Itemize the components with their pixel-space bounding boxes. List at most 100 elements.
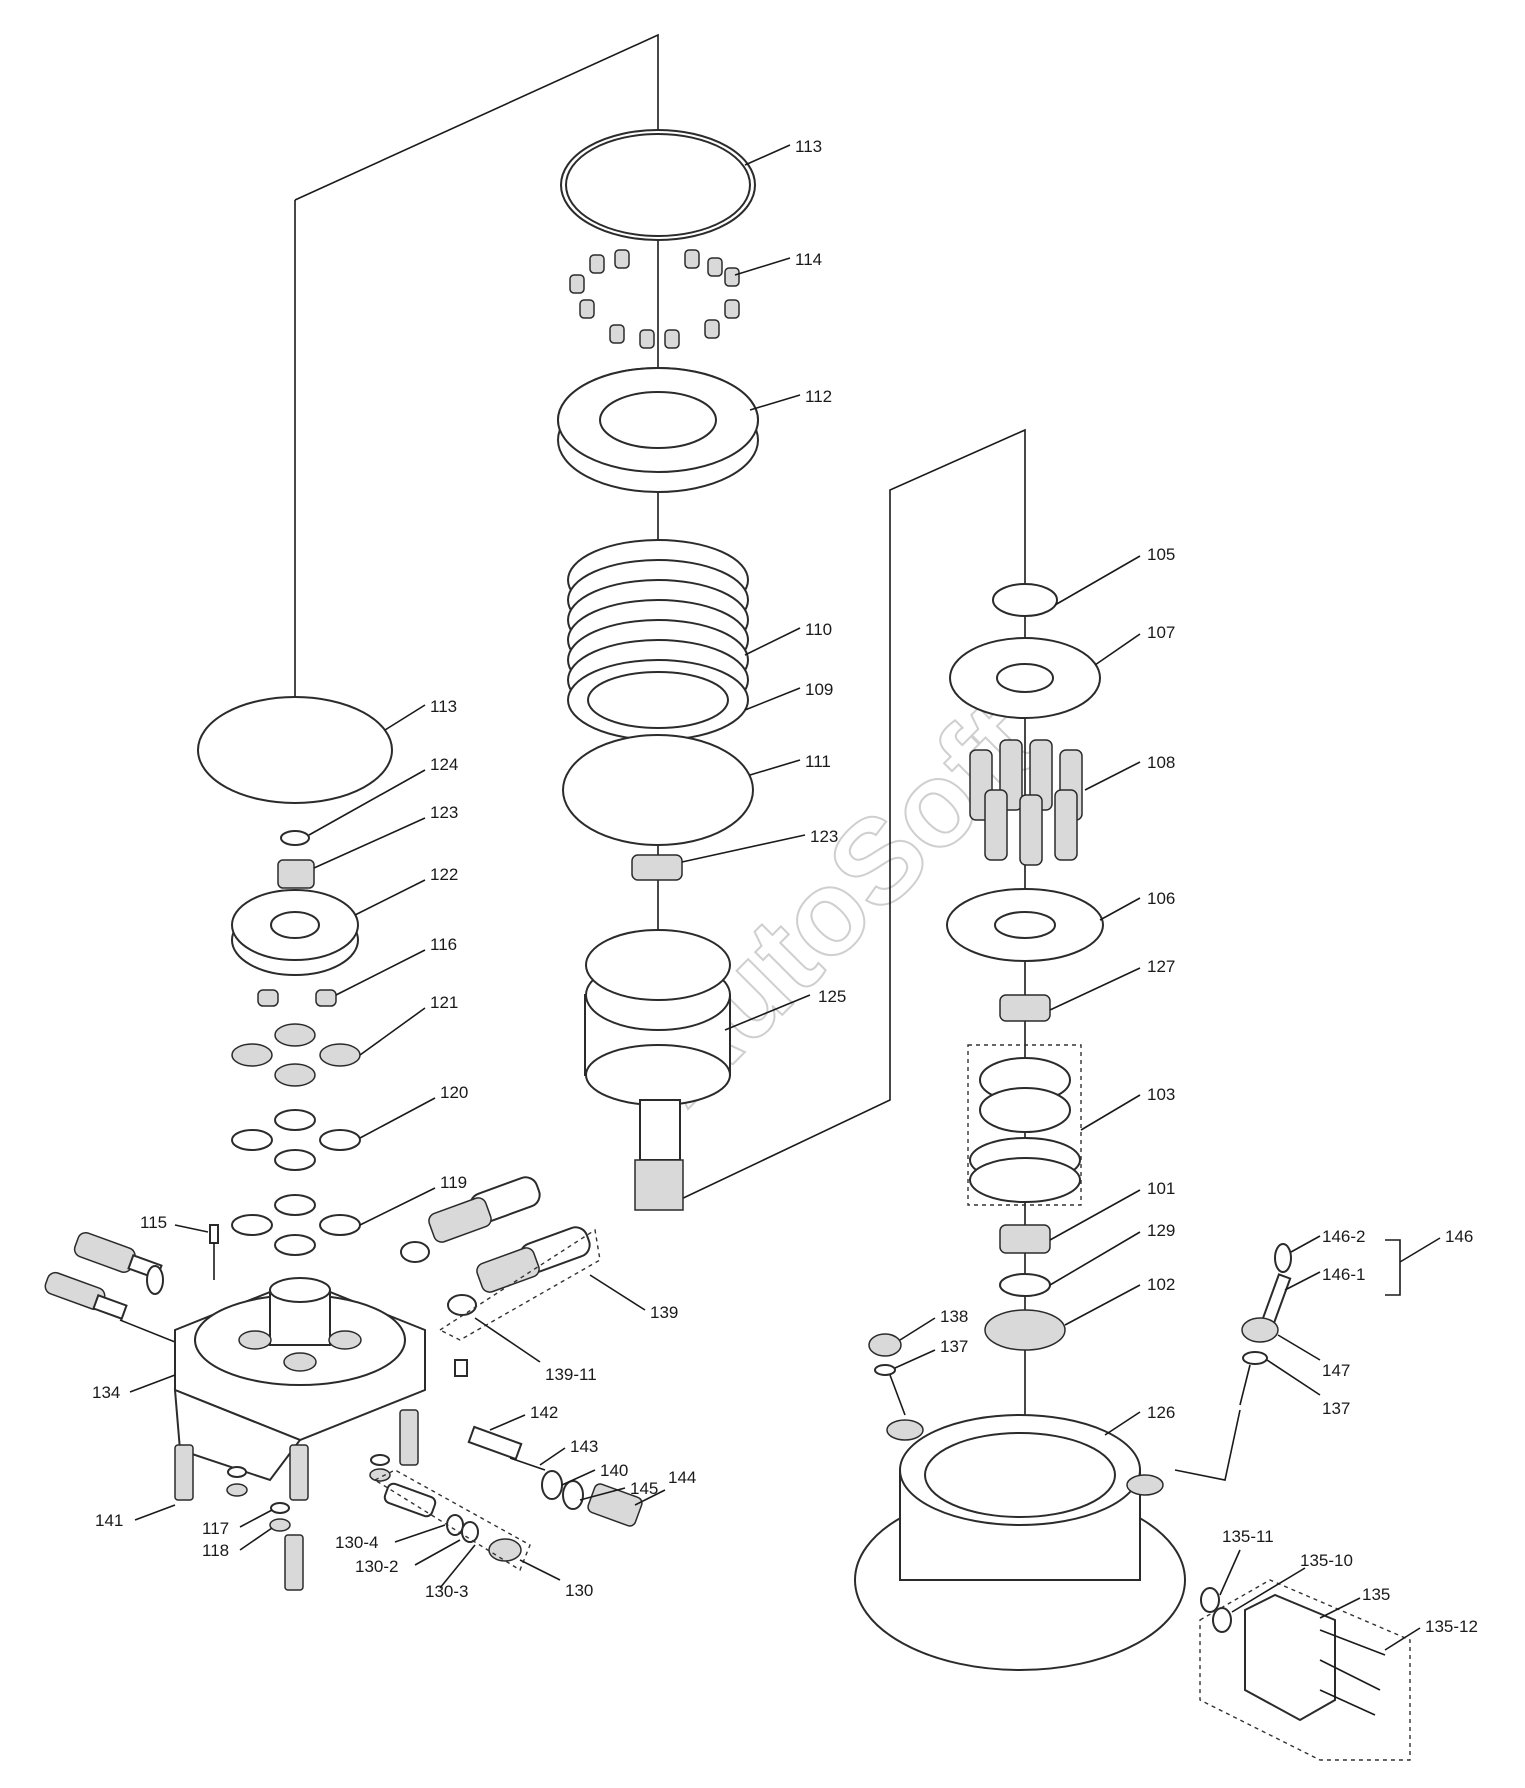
group-box-103 xyxy=(967,1044,1082,1206)
valve-block-135 xyxy=(1200,1587,1386,1722)
group-box-139 xyxy=(438,1228,601,1341)
bushing-101 xyxy=(999,1224,1051,1254)
callout-130: 130 xyxy=(565,1581,593,1600)
callout-139: 139 xyxy=(650,1303,678,1322)
callout-119: 119 xyxy=(440,1173,467,1192)
rings-120 xyxy=(231,1109,361,1256)
o-ring-113-top-inner xyxy=(565,133,751,237)
needle-bearing-123 xyxy=(631,854,683,881)
callout-112: 112 xyxy=(805,387,832,406)
callout-130-2: 130-2 xyxy=(355,1557,398,1576)
level-gauge-146 xyxy=(1239,1243,1292,1406)
leader-line xyxy=(889,1374,906,1416)
pin-116 xyxy=(315,989,337,1007)
pin-115 xyxy=(209,1224,219,1244)
callout-146-2: 146-2 xyxy=(1322,1227,1365,1246)
o-ring-113-left xyxy=(197,696,393,804)
callout-135: 135 xyxy=(1362,1585,1390,1604)
callouts: 113 114 112 110 109 111 123 125 113 124 … xyxy=(92,137,1478,1651)
callout-124: 124 xyxy=(430,755,458,774)
callout-101: 101 xyxy=(1147,1179,1175,1198)
ring-129 xyxy=(999,1273,1051,1297)
callout-107: 107 xyxy=(1147,623,1175,642)
callout-114: 114 xyxy=(795,250,822,269)
callout-117: 117 xyxy=(202,1519,229,1538)
callout-135-12: 135-12 xyxy=(1425,1617,1478,1636)
o-ring-111 xyxy=(562,734,754,846)
pin-right xyxy=(454,1359,468,1377)
callout-141: 141 xyxy=(95,1511,123,1530)
valve-119 xyxy=(400,1176,541,1263)
callout-109: 109 xyxy=(805,680,833,699)
ring-127 xyxy=(999,994,1051,1022)
callout-129: 129 xyxy=(1147,1221,1175,1240)
callout-108: 108 xyxy=(1147,753,1175,772)
callout-121: 121 xyxy=(430,993,458,1012)
callout-126: 126 xyxy=(1147,1403,1175,1422)
springs-114 xyxy=(569,249,740,349)
callout-146-1: 146-1 xyxy=(1322,1265,1365,1284)
callout-134: 134 xyxy=(92,1383,120,1402)
callout-116: 116 xyxy=(430,935,457,954)
housing-126 xyxy=(854,1414,1186,1671)
leader-line xyxy=(1174,1409,1241,1481)
callout-110: 110 xyxy=(805,620,832,639)
relief-valve-left-upper xyxy=(73,1231,164,1295)
parts-142-145 xyxy=(467,1425,643,1527)
callout-147: 147 xyxy=(1322,1361,1350,1380)
callout-102: 102 xyxy=(1147,1275,1175,1294)
callout-120: 120 xyxy=(440,1083,468,1102)
callout-130-4: 130-4 xyxy=(335,1533,378,1552)
ring-105 xyxy=(992,583,1058,617)
seals-121 xyxy=(231,1023,361,1087)
callout-106: 106 xyxy=(1147,889,1175,908)
callout-111: 111 xyxy=(805,752,831,771)
callout-137-right: 137 xyxy=(1322,1399,1350,1418)
callout-135-11: 135-11 xyxy=(1222,1527,1274,1546)
callout-123-mid: 123 xyxy=(810,827,838,846)
pistons-108 xyxy=(969,739,1083,866)
callout-142: 142 xyxy=(530,1403,558,1422)
bearing-103 xyxy=(969,1057,1081,1203)
plug-138 xyxy=(868,1333,902,1357)
callout-113-top: 113 xyxy=(795,137,822,156)
callout-127: 127 xyxy=(1147,957,1175,976)
callout-123-left: 123 xyxy=(430,803,458,822)
callout-125: 125 xyxy=(818,987,846,1006)
group-box-135 xyxy=(1199,1579,1411,1761)
callout-146: 146 xyxy=(1445,1227,1473,1246)
washers-117-118 xyxy=(226,1454,391,1532)
shoe-plate-106 xyxy=(946,888,1104,962)
callout-115: 115 xyxy=(140,1213,167,1232)
valve-139 xyxy=(447,1226,591,1316)
plate-112 xyxy=(557,367,759,493)
callout-135-10: 135-10 xyxy=(1300,1551,1353,1570)
pin-116 xyxy=(257,989,279,1007)
washer-137 xyxy=(874,1364,896,1376)
callout-138: 138 xyxy=(940,1307,968,1326)
callout-137-left: 137 xyxy=(940,1337,968,1356)
relief-valve-left-lower xyxy=(44,1271,128,1320)
callout-139-11: 139-11 xyxy=(545,1365,597,1384)
callout-130-3: 130-3 xyxy=(425,1582,468,1601)
friction-plates-110-109 xyxy=(567,539,749,741)
callout-122: 122 xyxy=(430,865,458,884)
callout-145: 145 xyxy=(630,1479,658,1498)
retainer-plate-107 xyxy=(949,637,1101,719)
callout-118: 118 xyxy=(202,1541,229,1560)
seal-102 xyxy=(984,1309,1066,1351)
bolts-141 xyxy=(174,1409,419,1591)
callout-105: 105 xyxy=(1147,545,1175,564)
group-box-130 xyxy=(373,1469,531,1572)
ring-124 xyxy=(280,830,310,846)
cylinder-block-shaft-125 xyxy=(584,929,731,1211)
valve-casing-134 xyxy=(173,1277,426,1482)
parts-130 xyxy=(383,1482,522,1562)
callout-143: 143 xyxy=(570,1437,598,1456)
callout-113-left: 113 xyxy=(430,697,457,716)
callout-144: 144 xyxy=(668,1468,696,1487)
callout-140: 140 xyxy=(600,1461,628,1480)
assembly-axis-line xyxy=(657,428,1026,1440)
